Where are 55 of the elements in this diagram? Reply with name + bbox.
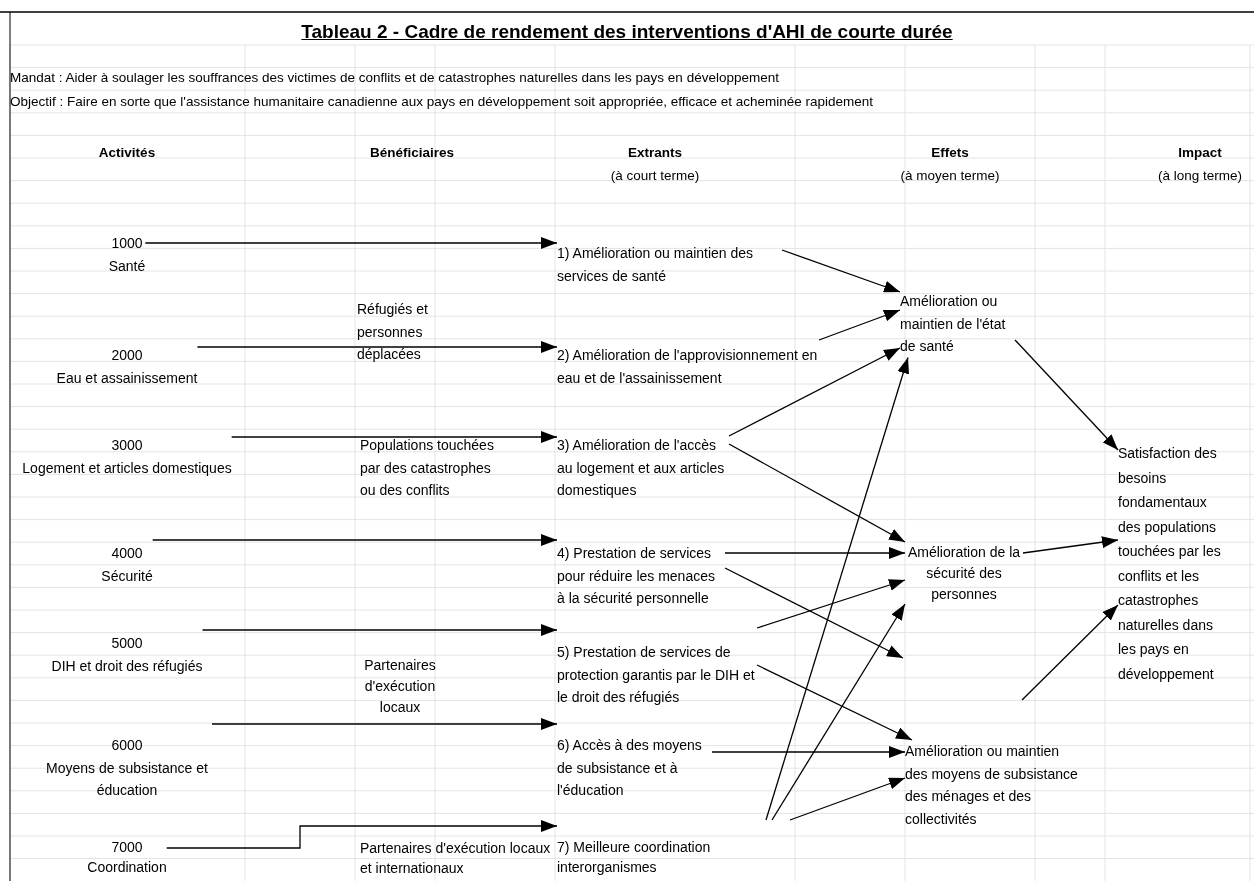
column-subheader: (à moyen terme) xyxy=(900,167,1000,185)
activity-entry: 5000 DIH et droit des réfugiés xyxy=(51,625,203,677)
arrow xyxy=(166,820,558,849)
arrow xyxy=(765,356,910,821)
mandate-text: Mandat : Aider à soulager les souffrances des victimes de conflits et de catastrophes naturelles dans les pays en développement xyxy=(10,69,779,87)
impact-entry: Satisfaction des besoins fondamentaux des populations touchées par les conflits et les catastrophes naturelles dans les pays en développement xyxy=(1118,441,1230,686)
output-entry: 2) Amélioration de l'approvisionnement en eau et de l'assainissement xyxy=(557,340,819,389)
column-header: Activités xyxy=(98,144,156,162)
activity-entry: 2000 Eau et assainissement xyxy=(56,340,198,389)
arrow xyxy=(1014,339,1119,451)
activity-entry: 6000 Moyens de subsistance et éducation xyxy=(42,716,212,802)
output-entry: 7) Meilleure coordination interorganismes xyxy=(557,820,792,877)
arrow xyxy=(231,431,558,443)
table-title: Tableau 2 - Cadre de rendement des interventions d'AHI de courte durée xyxy=(300,20,954,44)
arrow xyxy=(1021,604,1119,701)
arrow xyxy=(711,746,906,758)
activity-entry: 1000 Santé xyxy=(108,232,146,277)
arrow xyxy=(789,777,906,821)
arrow xyxy=(724,547,906,559)
column-subheader: (à court terme) xyxy=(610,167,700,185)
column-subheader: (à long terme) xyxy=(1158,167,1242,185)
arrow xyxy=(818,309,901,341)
column-header: Impact xyxy=(1178,144,1222,162)
arrow xyxy=(728,443,906,543)
arrow xyxy=(724,567,904,659)
arrow xyxy=(144,237,558,249)
activity-entry: 3000 Logement et articles domestiques xyxy=(22,430,232,479)
output-entry: 1) Amélioration ou maintien des services de santé xyxy=(557,238,782,287)
arrow xyxy=(771,603,906,821)
arrow xyxy=(211,718,558,730)
effect-entry: Amélioration ou maintien de l'état de santé xyxy=(900,290,1015,358)
beneficiary-entry: Réfugiés et personnes déplacées xyxy=(357,298,482,366)
activity-entry: 4000 Sécurité xyxy=(101,535,153,587)
arrow xyxy=(756,579,906,629)
arrow xyxy=(196,341,558,353)
beneficiary-entry: Partenaires d'exécution locaux et internationaux xyxy=(360,838,555,878)
output-entry: 4) Prestation de services pour réduire les menaces à la sécurité personnelle xyxy=(557,535,725,610)
arrow xyxy=(781,249,901,293)
effect-entry: Amélioration ou maintien des moyens de subsistance des ménages et des collectivités xyxy=(905,740,1083,830)
output-entry: 6) Accès à des moyens de subsistance et à l'éducation xyxy=(557,716,712,802)
output-entry: 3) Amélioration de l'accès au logement et aux articles domestiques xyxy=(557,430,729,502)
activity-entry: 7000 Coordination xyxy=(87,820,167,877)
column-header: Extrants xyxy=(628,144,682,162)
beneficiary-entry: Populations touchées par des catastrophes ou des conflits xyxy=(360,434,505,502)
arrow xyxy=(152,534,558,546)
arrow xyxy=(728,347,901,437)
column-header: Bénéficiaires xyxy=(370,144,454,162)
objective-text: Objectif : Faire en sorte que l'assistance humanitaire canadienne aux pays en développement soit appropriée, efficace et acheminée rapidement xyxy=(10,93,874,111)
arrow xyxy=(201,624,558,636)
output-entry: 5) Prestation de services de protection garantis par le DIH et le droit des réfugiés xyxy=(557,625,757,709)
effect-entry: Amélioration de la sécurité des personnes xyxy=(905,542,1023,605)
beneficiary-entry: Partenaires d'exécution locaux xyxy=(355,655,445,718)
arrow xyxy=(1022,536,1119,554)
column-header: Effets xyxy=(931,144,969,162)
arrow xyxy=(756,664,913,741)
